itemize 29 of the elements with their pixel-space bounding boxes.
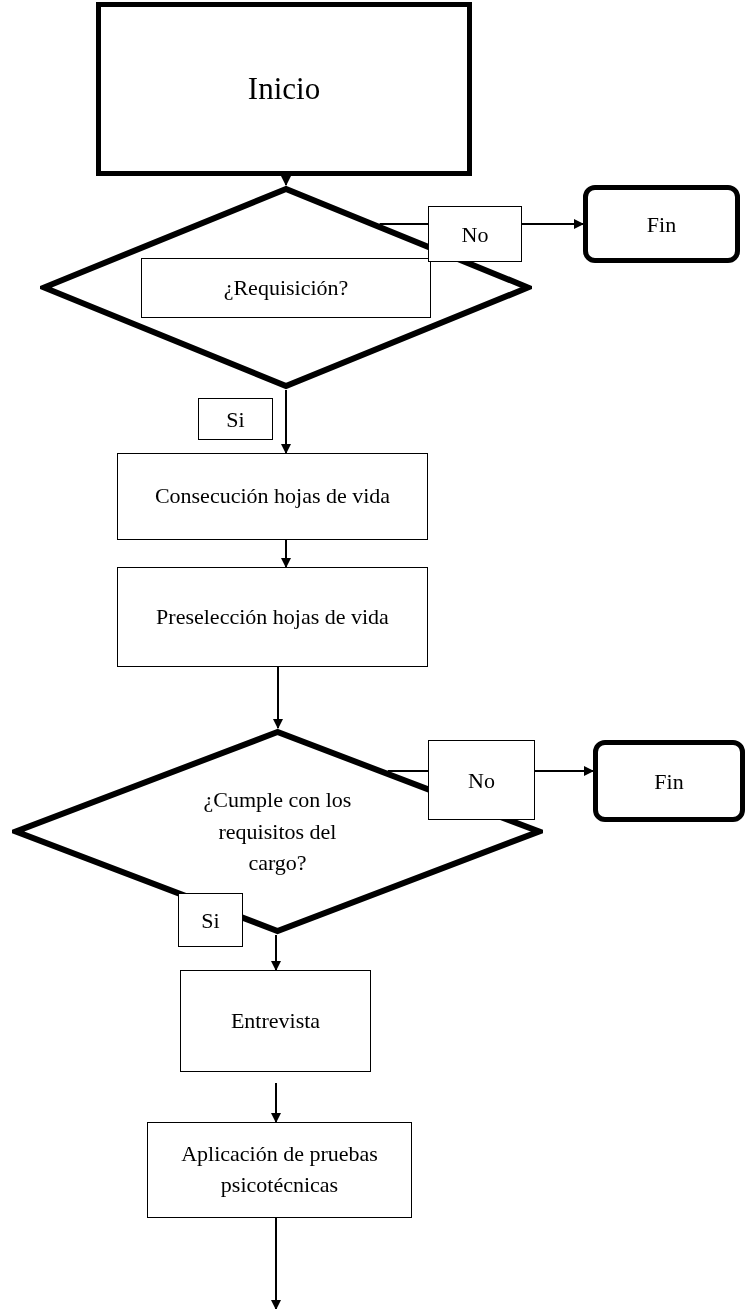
process-box [117, 453, 428, 540]
node-text: Preselección hojas de vida [156, 602, 389, 631]
arrow [271, 1082, 281, 1123]
end-box [593, 740, 745, 822]
node-text: ¿Requisición? [223, 274, 349, 302]
edge-label: Si [198, 398, 273, 440]
arrow [281, 389, 291, 454]
decision-diamond [40, 185, 532, 390]
node-text: Fin [654, 767, 684, 796]
arrow [281, 539, 291, 568]
node-text: ¿Cumple con los requisitos del cargo? [202, 785, 353, 878]
arrow [271, 1217, 281, 1309]
process-box [180, 970, 371, 1072]
node-text: Consecución hojas de vida [154, 482, 391, 511]
edge-label: Si [178, 893, 243, 947]
start-box [96, 2, 472, 176]
end-box [583, 185, 740, 263]
node-text: Inicio [247, 69, 321, 108]
arrow [281, 175, 291, 186]
process-box [117, 567, 428, 667]
decision-diamond [12, 728, 543, 935]
node-text: Fin [646, 210, 677, 239]
arrow [271, 934, 281, 971]
edge-label: No [428, 740, 535, 820]
node-text: Entrevista [230, 1006, 321, 1035]
node-text: Aplicación de pruebas psicotécnicas [180, 1140, 379, 1199]
edge-label: No [428, 206, 522, 262]
arrow [273, 666, 283, 729]
process-box [147, 1122, 412, 1218]
